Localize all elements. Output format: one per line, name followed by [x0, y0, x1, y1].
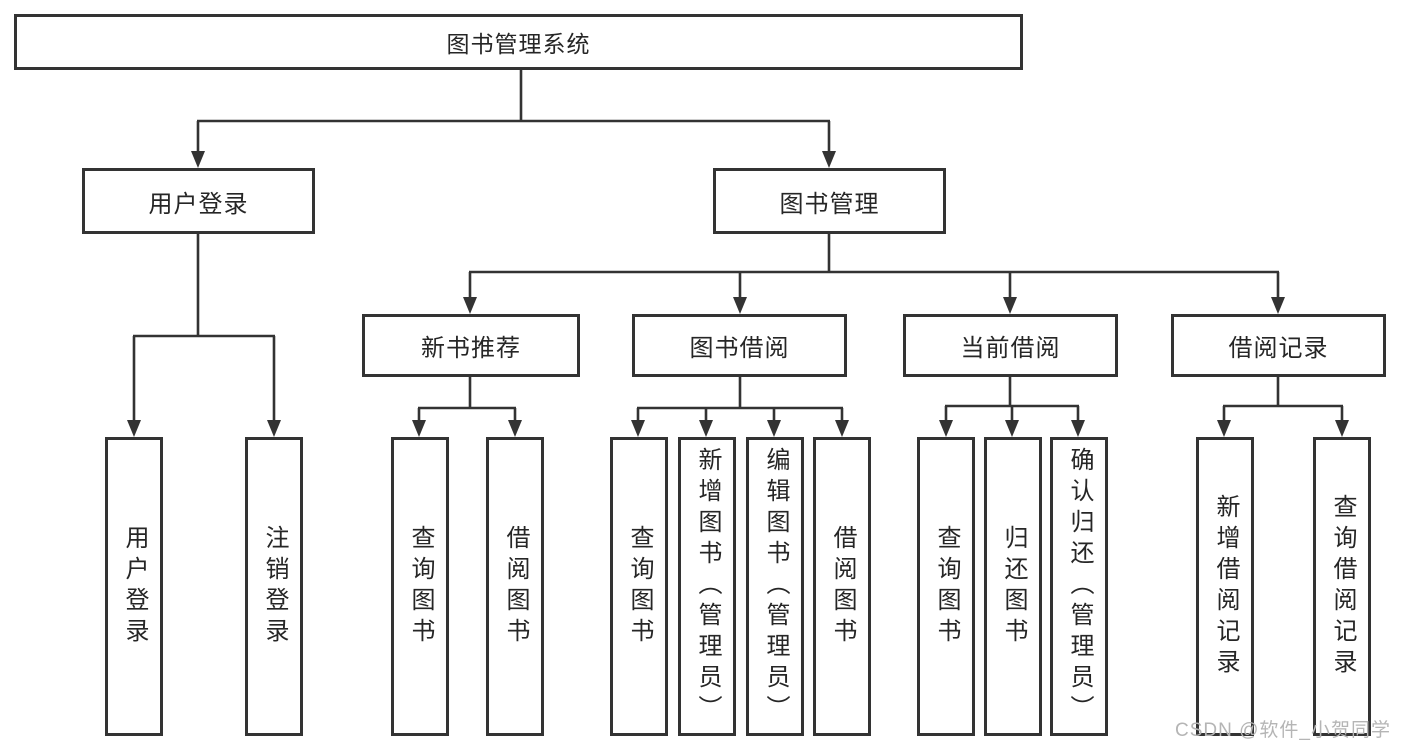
leaf-user-login: 用户登录: [105, 437, 163, 736]
node-borrow-records: 借阅记录: [1171, 314, 1386, 377]
node-new-book-recommend-label: 新书推荐: [421, 335, 521, 362]
node-root: 图书管理系统: [14, 14, 1023, 70]
leaf-borrow-books: 借阅图书: [813, 437, 871, 736]
node-book-management-label: 图书管理: [779, 190, 880, 218]
leaf-add-borrow-record: 新增借阅记录: [1196, 437, 1254, 736]
leaf-query-borrow-record: 查询借阅记录: [1313, 437, 1371, 736]
csdn-watermark: CSDN @软件_小贺同学: [1175, 720, 1391, 741]
leaf-return-book: 归还图书: [984, 437, 1042, 736]
arrowheads: [127, 151, 1349, 437]
leaf-query-books-recommend: 查询图书: [391, 437, 449, 736]
leaf-borrow-books-recommend: 借阅图书: [486, 437, 544, 736]
node-user-login: 用户登录: [82, 168, 315, 234]
node-book-borrow-label: 图书借阅: [689, 335, 790, 362]
node-book-management: 图书管理: [713, 168, 946, 234]
node-root-label: 图书管理系统: [446, 31, 591, 57]
leaf-logout-login: 注销登录: [245, 437, 303, 736]
node-current-borrow-label: 当前借阅: [960, 335, 1061, 362]
leaf-edit-book-admin: 编辑图书（管理员）: [746, 437, 804, 736]
leaf-add-book-admin: 新增图书（管理员）: [678, 437, 736, 736]
leaf-confirm-return-admin: 确认归还（管理员）: [1050, 437, 1108, 736]
node-current-borrow: 当前借阅: [903, 314, 1118, 377]
node-borrow-records-label: 借阅记录: [1228, 335, 1329, 362]
node-user-login-label: 用户登录: [148, 190, 249, 218]
leaf-query-books-borrow: 查询图书: [610, 437, 668, 736]
node-book-borrow: 图书借阅: [632, 314, 847, 377]
node-new-book-recommend: 新书推荐: [362, 314, 580, 377]
leaf-query-books-current: 查询图书: [917, 437, 975, 736]
